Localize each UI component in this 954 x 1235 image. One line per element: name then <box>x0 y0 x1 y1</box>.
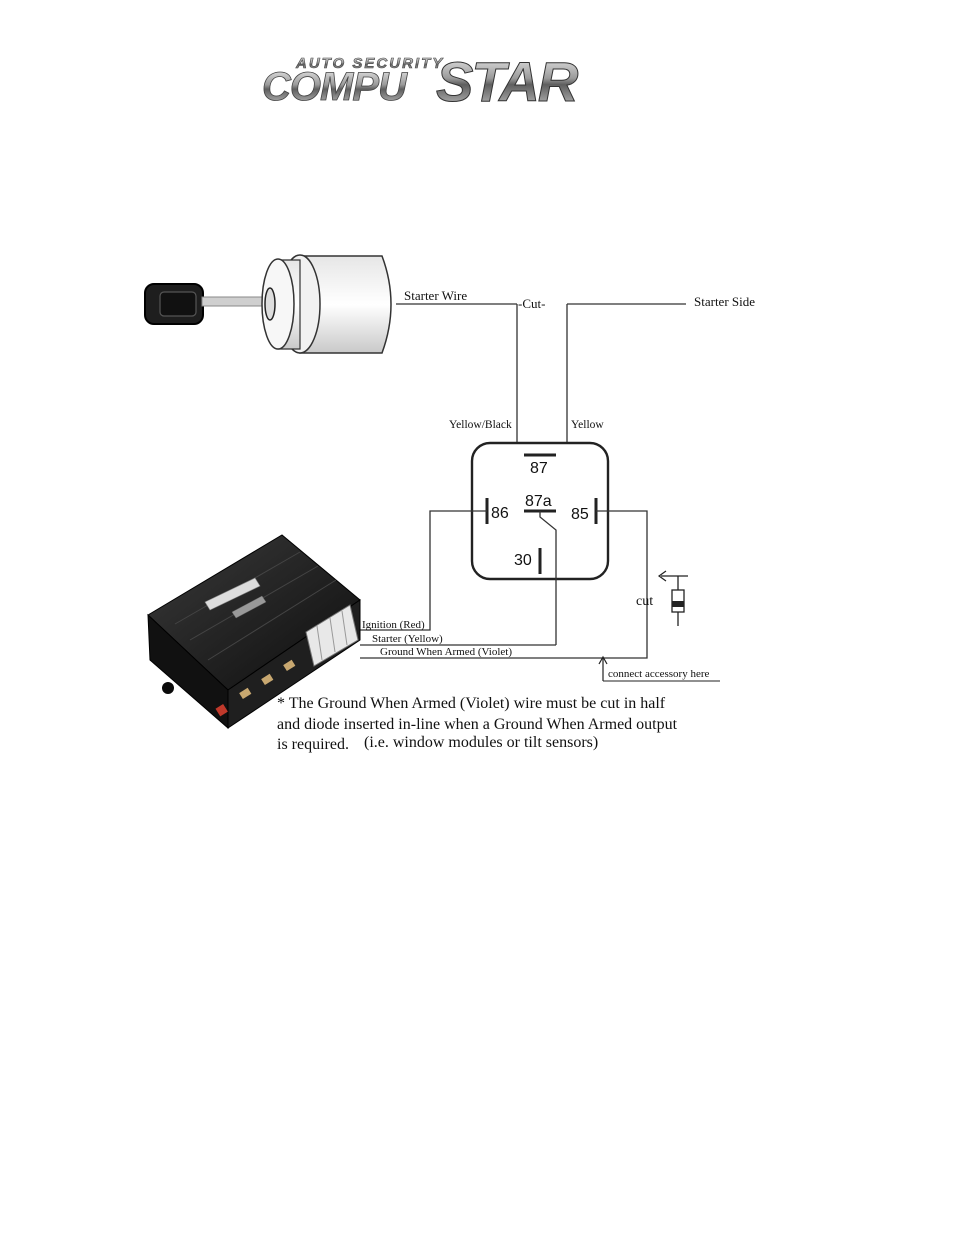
ground-when-armed-label: Ground When Armed (Violet) <box>380 646 512 658</box>
yellow-black-label: Yellow/Black <box>449 419 512 431</box>
diode-icon <box>657 570 688 626</box>
remote-start-module-icon <box>147 534 361 730</box>
pin-87-label: 87 <box>530 460 548 477</box>
starter-wire-label: Starter Wire <box>404 288 467 303</box>
cut-diode-label: cut <box>636 594 653 609</box>
compustar-logo: AUTO SECURITY COMPU STAR <box>262 50 582 114</box>
pin-30-label: 30 <box>514 552 532 569</box>
logo-word-left: COMPU <box>262 65 408 109</box>
pin-86-label: 86 <box>491 505 509 522</box>
starter-side-label: Starter Side <box>694 294 755 309</box>
installation-note: * The Ground When Armed (Violet) wire mu… <box>277 695 678 753</box>
logo-word-right: STAR <box>436 50 579 113</box>
ignition-red-label: Ignition (Red) <box>362 619 425 631</box>
accessory-arrow-icon <box>598 655 720 682</box>
note-line-3b: (i.e. window modules or tilt sensors) <box>364 734 598 751</box>
harness-wires <box>360 510 648 659</box>
connect-accessory-label: connect accessory here <box>608 668 710 680</box>
logo-top-text: AUTO SECURITY <box>295 55 444 72</box>
ignition-cylinder-icon <box>261 254 392 354</box>
note-line-1: * The Ground When Armed (Violet) wire mu… <box>277 695 666 712</box>
pin-85-label: 85 <box>571 506 589 523</box>
starter-yellow-label: Starter (Yellow) <box>372 633 443 645</box>
cut-top-label: -Cut- <box>518 296 545 311</box>
note-line-3a: is required. <box>277 736 349 753</box>
ignition-key-icon <box>144 283 267 325</box>
pin-87a-label: 87a <box>525 493 552 510</box>
yellow-label: Yellow <box>571 419 604 431</box>
note-line-2: and diode inserted in-line when a Ground… <box>277 716 678 733</box>
